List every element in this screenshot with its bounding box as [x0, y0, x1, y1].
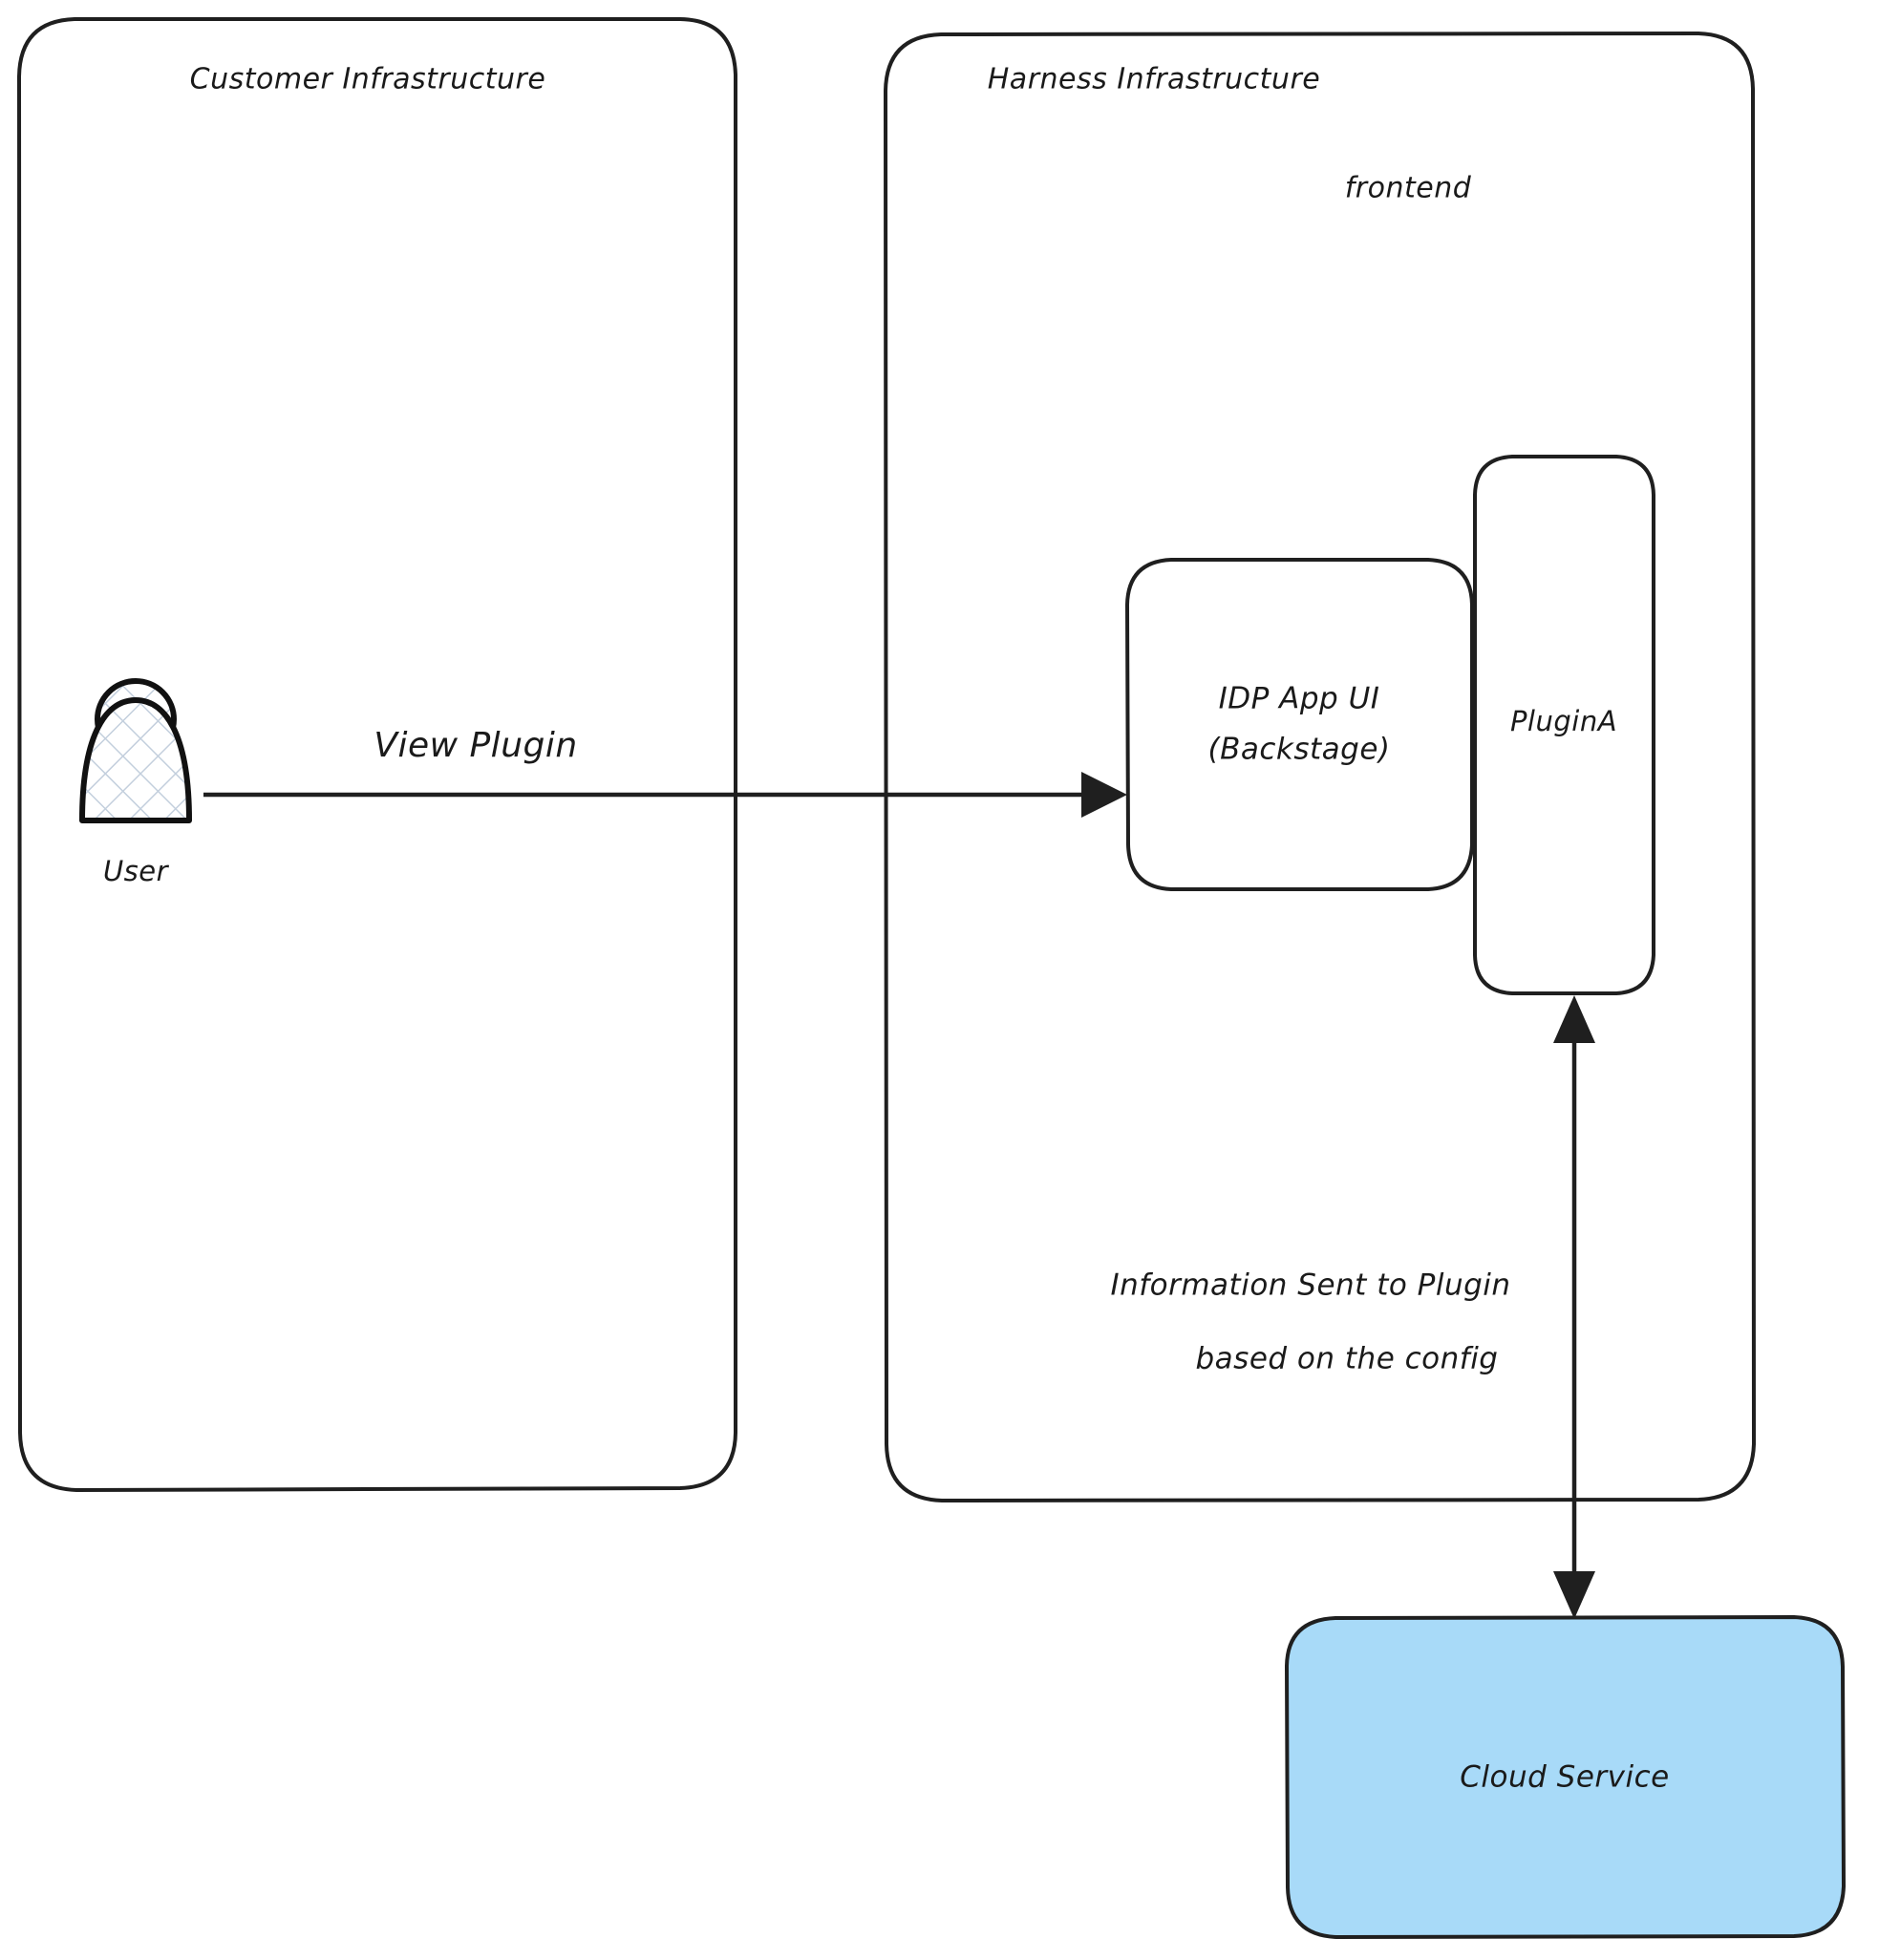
actor-user [79, 678, 192, 823]
node-idp-app-ui-label-line2: (Backstage) [1207, 733, 1390, 767]
container-customer-infrastructure-title: Customer Infrastructure [190, 63, 546, 96]
node-plugin-a[interactable] [1473, 455, 1655, 995]
group-frontend-title: frontend [1345, 172, 1472, 205]
edge-view-plugin [203, 772, 1127, 818]
edge-view-plugin-label: View Plugin [374, 726, 577, 765]
container-harness-infrastructure-title: Harness Infrastructure [988, 63, 1321, 96]
actor-user-label: User [103, 855, 170, 887]
node-idp-app-ui[interactable] [1125, 558, 1474, 891]
container-customer-infrastructure [17, 17, 737, 1492]
node-plugin-a-label: PluginA [1510, 705, 1617, 737]
edge-information-note-line2: based on the config [1196, 1342, 1499, 1376]
edge-information-sent-to-plugin [1553, 995, 1595, 1619]
node-idp-app-ui-label-line1: IDP App UI [1219, 682, 1380, 716]
node-cloud-service-label: Cloud Service [1460, 1760, 1669, 1795]
edge-information-note-line1: Information Sent to Plugin [1110, 1268, 1510, 1303]
node-cloud-service[interactable] [1285, 1615, 1846, 1939]
